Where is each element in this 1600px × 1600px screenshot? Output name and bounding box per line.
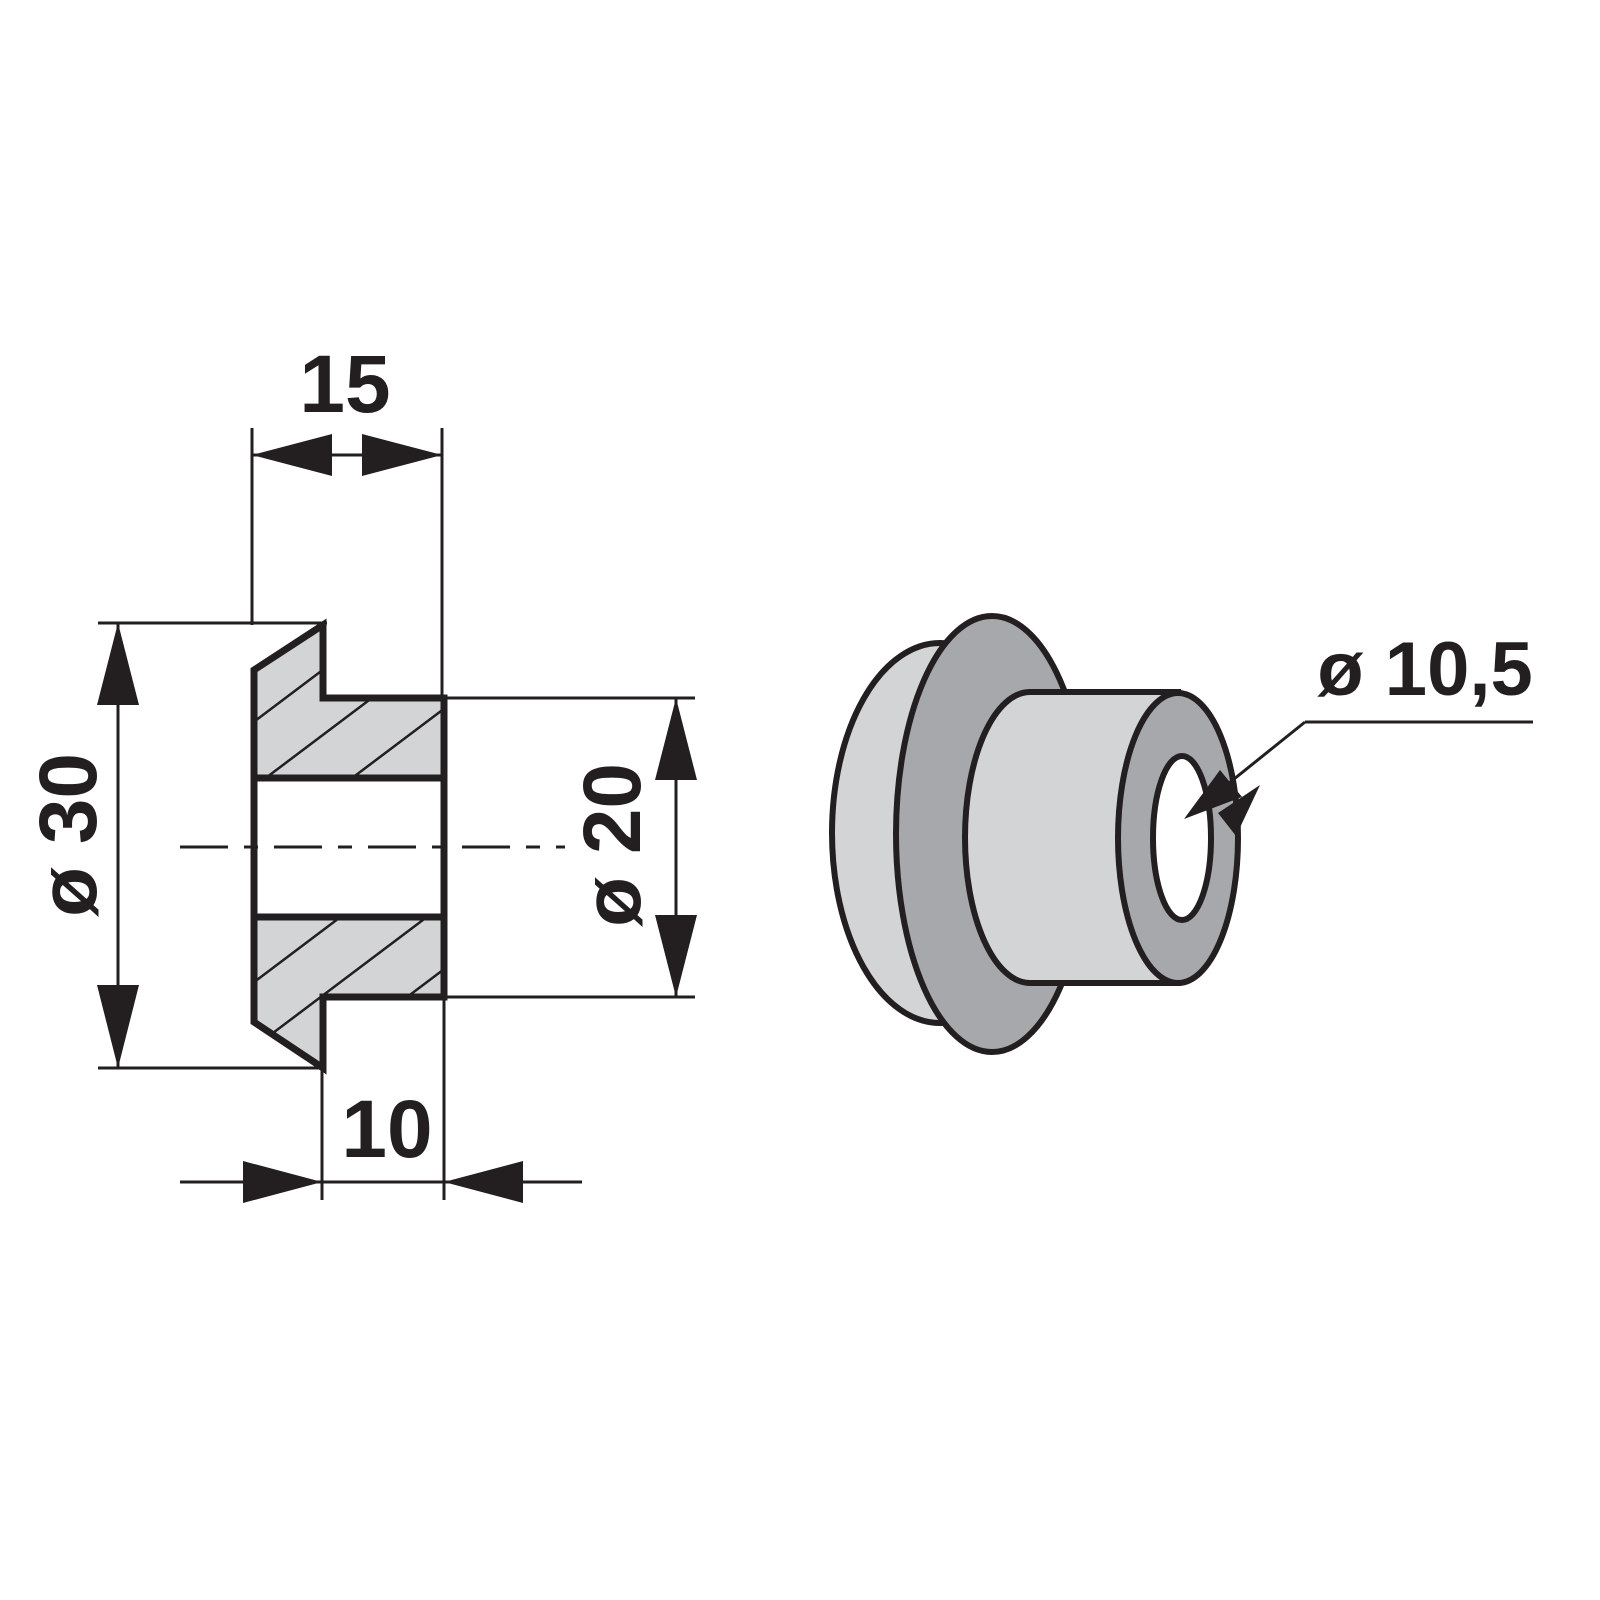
dimension-diameter-shank: ø 20: [567, 763, 658, 927]
dimensions: [97, 428, 697, 1203]
bushing-3d-view: [829, 613, 1241, 1055]
bore-leader: [1184, 720, 1533, 836]
section-lower: [250, 913, 448, 1075]
dimension-length-total: 15: [299, 339, 390, 430]
dimension-length-shank: 10: [341, 1084, 432, 1175]
dimension-diameter-flange: ø 30: [23, 753, 114, 917]
cross-section: [180, 618, 565, 1075]
dimension-diameter-bore: ø 10,5: [1317, 627, 1532, 712]
section-upper: [250, 618, 448, 782]
bore-hole: [1150, 753, 1214, 923]
